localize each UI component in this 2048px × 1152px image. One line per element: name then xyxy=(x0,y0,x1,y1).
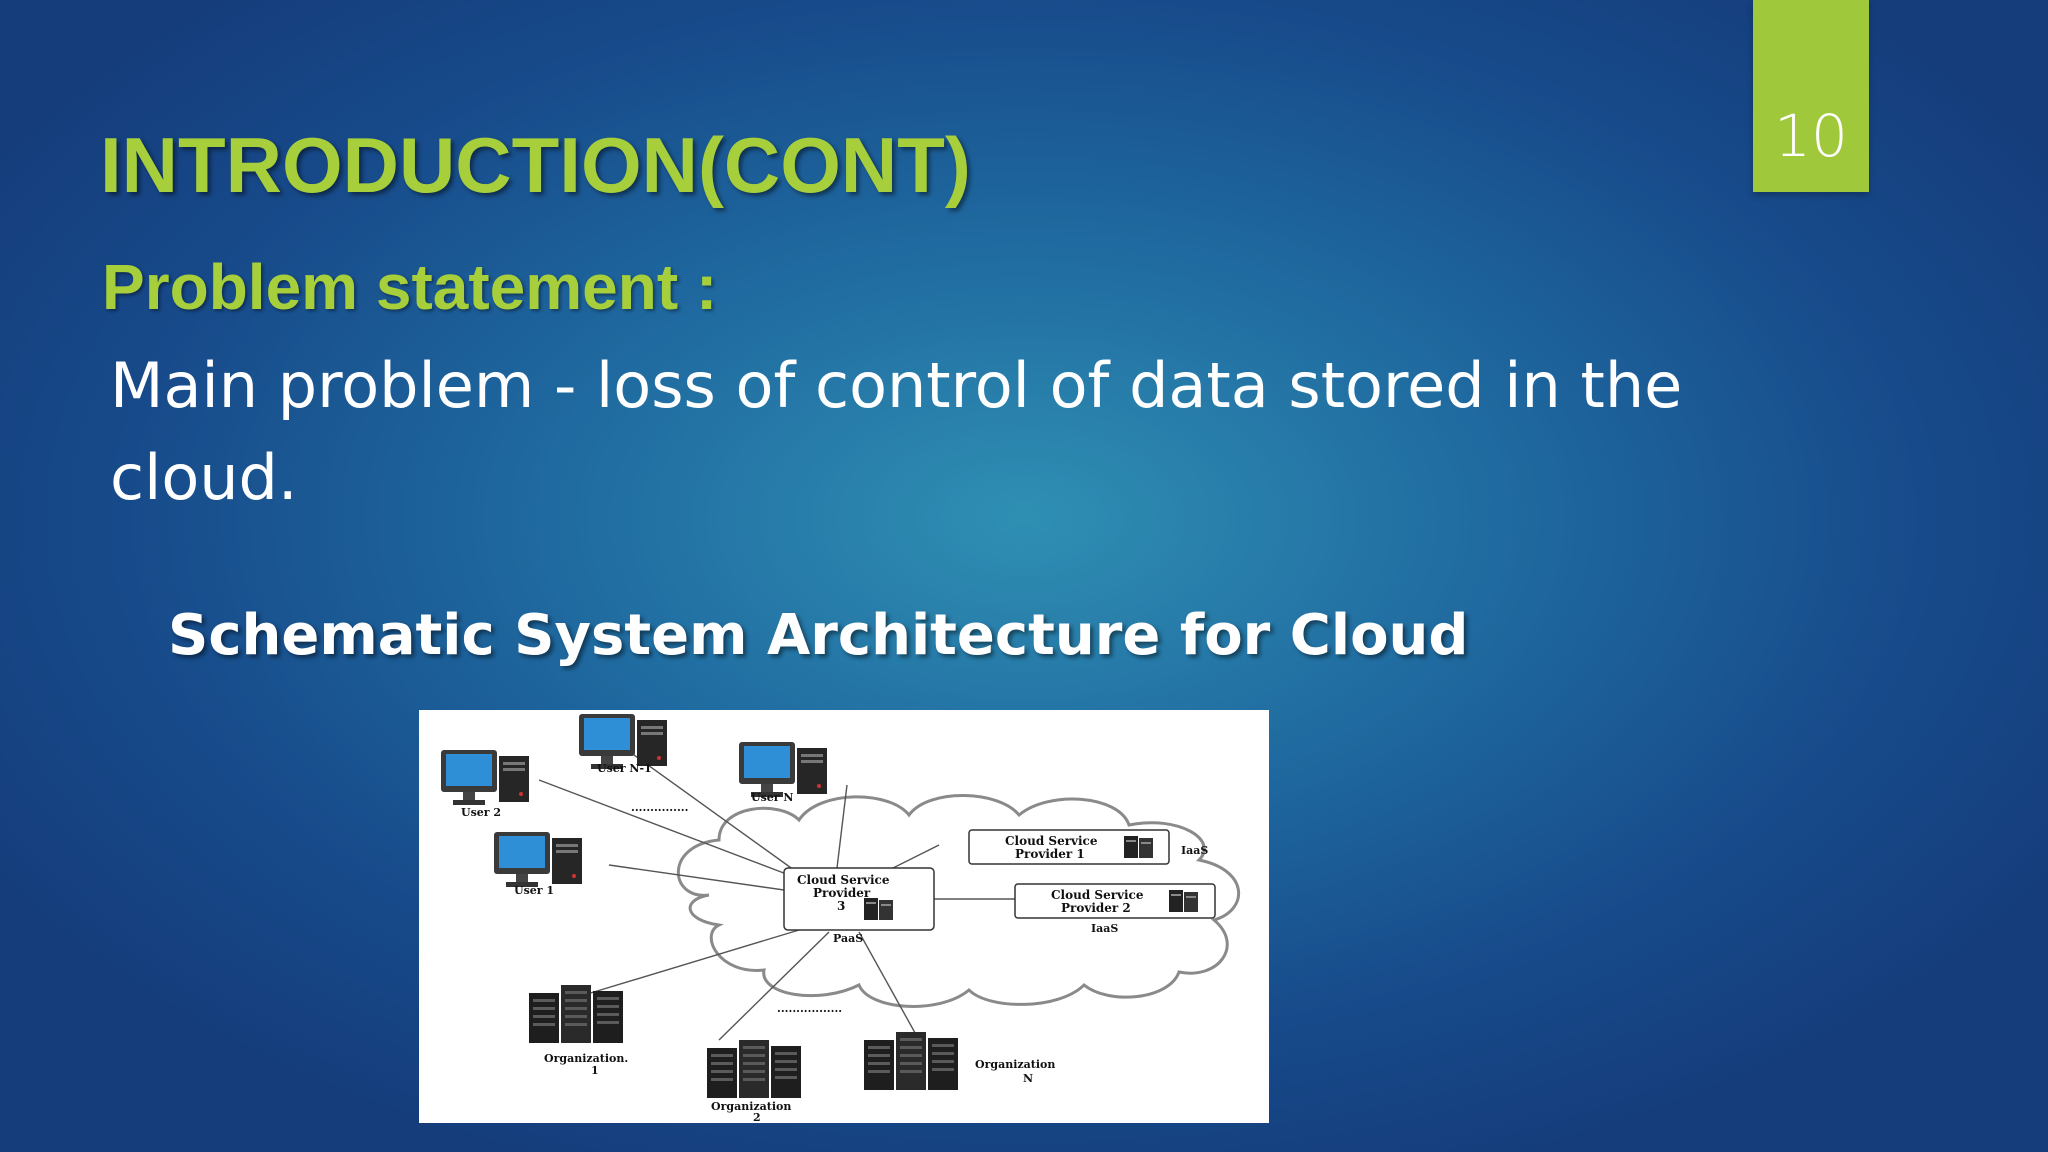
provider-1-label-1: Cloud Service xyxy=(1005,834,1098,848)
provider-3-label-3: 3 xyxy=(837,899,845,913)
page-number-box: 10 xyxy=(1753,0,1869,192)
provider-1-service: IaaS xyxy=(1181,844,1208,857)
provider-2-box xyxy=(1014,883,1216,919)
users-ellipsis: ............... xyxy=(631,801,688,814)
architecture-diagram: User 2 User N-1 User N ............... U… xyxy=(419,710,1269,1123)
user-2-computer-icon xyxy=(441,750,529,805)
user-n-computer-icon xyxy=(739,742,827,797)
provider-3-label-1: Cloud Service xyxy=(797,873,890,887)
user-2-label: User 2 xyxy=(461,806,501,819)
provider-1-label-2: Provider 1 xyxy=(1015,847,1085,861)
organization-n-number: N xyxy=(1023,1072,1033,1085)
user-n-1-label: User N-1 xyxy=(597,762,652,775)
organization-n-server-icon xyxy=(864,1032,958,1090)
architecture-diagram-svg: User 2 User N-1 User N ............... U… xyxy=(441,714,1240,1123)
provider-1-box xyxy=(968,829,1170,865)
figure-caption: Schematic System Architecture for Cloud xyxy=(168,603,1469,668)
organization-1-label: Organization. xyxy=(544,1052,628,1065)
provider-3-label-2: Provider xyxy=(813,886,871,900)
connection-lines xyxy=(538,754,1015,1041)
provider-2-label-1: Cloud Service xyxy=(1051,888,1144,902)
page-number: 10 xyxy=(1774,102,1848,170)
organization-2-label: Organization xyxy=(711,1100,791,1113)
organizations-ellipsis: ................. xyxy=(777,1002,842,1015)
provider-3-box xyxy=(783,867,935,931)
provider-2-label-2: Provider 2 xyxy=(1061,901,1131,915)
user-n-1-computer-icon xyxy=(579,714,667,769)
provider-3-service: PaaS xyxy=(833,932,863,945)
organization-1-number: 1 xyxy=(591,1064,599,1077)
slide-title: INTRODUCTION(CONT) xyxy=(100,121,971,209)
organization-2-server-icon xyxy=(707,1040,801,1098)
provider-2-service: IaaS xyxy=(1091,922,1118,935)
user-1-computer-icon xyxy=(494,832,582,887)
organization-1-server-icon xyxy=(529,985,623,1043)
organization-2-number: 2 xyxy=(753,1111,761,1123)
user-1-label: User 1 xyxy=(514,884,554,897)
slide-subtitle: Problem statement : xyxy=(102,251,718,323)
user-n-label: User N xyxy=(751,791,793,804)
organization-n-label: Organization xyxy=(975,1058,1055,1071)
body-text: Main problem - loss of control of data s… xyxy=(110,349,1683,514)
